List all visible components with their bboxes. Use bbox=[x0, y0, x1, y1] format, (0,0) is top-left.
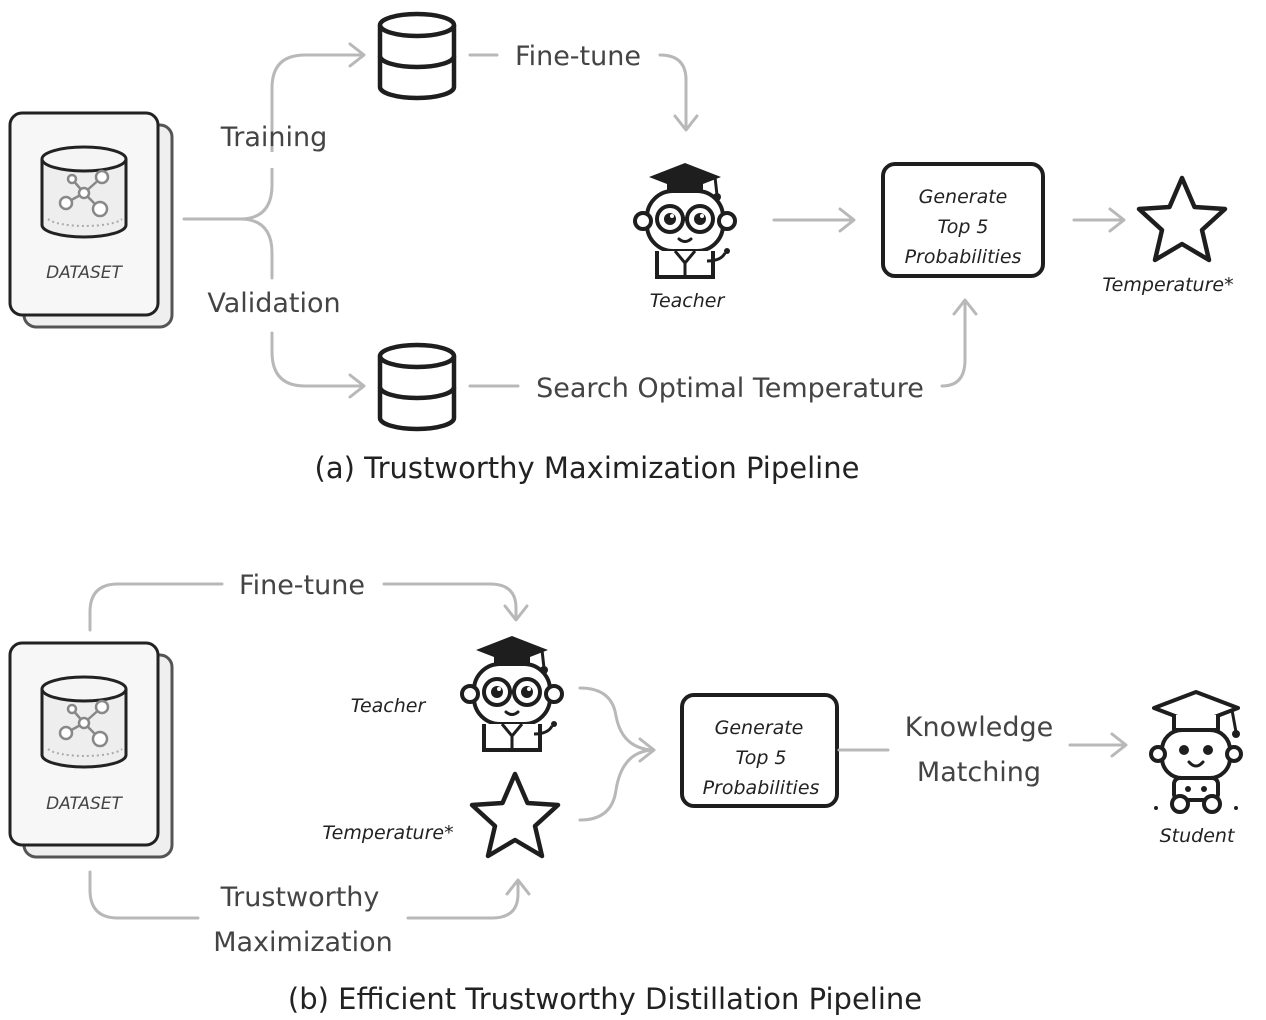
training-arrow bbox=[182, 53, 364, 221]
generate-line-3: Probabilities bbox=[905, 246, 1022, 268]
training-label: Training bbox=[220, 122, 328, 153]
teacher-robot-icon bbox=[460, 634, 564, 752]
star-icon bbox=[1139, 178, 1225, 260]
finetune-label: Fine-tune bbox=[515, 41, 641, 72]
search-arrow bbox=[940, 300, 967, 388]
trustworthy-arrow bbox=[406, 880, 520, 920]
dataset-icon bbox=[8, 641, 174, 859]
teacher-robot-icon bbox=[633, 161, 737, 279]
validation-arrow bbox=[270, 331, 364, 388]
temperature-merge-arrow bbox=[578, 748, 654, 822]
generate-line-1: Generate bbox=[919, 186, 1008, 208]
knowledge-line-2: Matching bbox=[917, 757, 1041, 788]
generate-line-2: Top 5 bbox=[735, 747, 786, 769]
caption-a: (a) Trustworthy Maximization Pipeline bbox=[315, 451, 860, 485]
generate-box bbox=[881, 162, 1045, 278]
knowledge-line-1: Knowledge bbox=[905, 712, 1053, 743]
teacher-label: Teacher bbox=[351, 695, 427, 717]
caption-b: (b) Efficient Trustworthy Distillation P… bbox=[288, 982, 922, 1016]
finetune-arrow bbox=[658, 53, 688, 130]
generate-line-1: Generate bbox=[715, 717, 804, 739]
validation-label: Validation bbox=[207, 288, 340, 319]
trustworthy-line-2: Maximization bbox=[213, 927, 393, 958]
search-label: Search Optimal Temperature bbox=[536, 373, 924, 404]
temperature-label: Temperature* bbox=[322, 822, 453, 844]
student-label: Student bbox=[1160, 825, 1236, 847]
dataset-icon bbox=[8, 111, 174, 329]
teacher-merge-arrow bbox=[578, 686, 654, 752]
panel-a: DATASET Training Validation Fine-tune Te… bbox=[8, 14, 1234, 485]
star-icon bbox=[472, 774, 558, 856]
generate-box bbox=[680, 693, 839, 808]
database-icon bbox=[380, 345, 454, 429]
dataset-label: DATASET bbox=[46, 263, 123, 283]
generate-line-2: Top 5 bbox=[937, 216, 988, 238]
finetune-arrow bbox=[382, 582, 518, 618]
trustworthy-line-1: Trustworthy bbox=[220, 882, 380, 913]
generate-line-3: Probabilities bbox=[703, 777, 820, 799]
teacher-label: Teacher bbox=[650, 290, 726, 312]
database-icon bbox=[380, 14, 454, 98]
panel-b: DATASET Fine-tune Teacher Temperature* T… bbox=[8, 570, 1243, 1016]
dataset-label: DATASET bbox=[46, 794, 123, 814]
finetune-label: Fine-tune bbox=[239, 570, 365, 601]
student-robot-icon bbox=[1149, 690, 1243, 814]
temperature-label: Temperature* bbox=[1102, 274, 1233, 296]
